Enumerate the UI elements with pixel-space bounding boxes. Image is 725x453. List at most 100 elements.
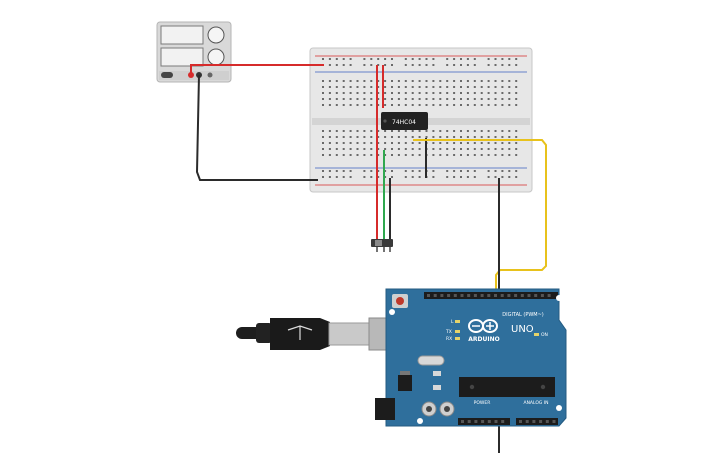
digital-label: DIGITAL (PWM~) [502, 312, 544, 318]
breadboard-hole [473, 136, 476, 138]
header-pin[interactable] [487, 420, 491, 423]
breadboard-hole [335, 64, 338, 66]
breadboard-hole [342, 98, 345, 100]
slide-switch[interactable] [371, 239, 393, 252]
breadboard-hole [515, 142, 518, 144]
breadboard-hole [349, 176, 352, 178]
header-pin[interactable] [487, 294, 491, 297]
breadboard-hole [384, 142, 387, 144]
breadboard-hole [494, 176, 497, 178]
breadboard-hole [342, 130, 345, 132]
arduino-board[interactable]: DIGITAL (PWM~) ARDUINO UNO L TX RX ON [375, 288, 567, 427]
header-pin[interactable] [481, 420, 485, 423]
breadboard-hole [432, 148, 435, 150]
breadboard-hole [363, 86, 366, 88]
breadboard-hole [466, 154, 469, 156]
header-pin[interactable] [547, 294, 551, 297]
header-pin[interactable] [494, 420, 498, 423]
supply-positive-wire[interactable] [190, 64, 324, 75]
arduino-logo [468, 319, 498, 333]
supply-negative-wire[interactable] [195, 74, 318, 181]
breadboard-hole [356, 148, 359, 150]
breadboard-hole [501, 142, 504, 144]
header-pin[interactable] [440, 294, 444, 297]
power-supply[interactable] [156, 21, 232, 83]
breadboard-hole [439, 130, 442, 132]
breadboard-hole [432, 130, 435, 132]
breadboard-hole [404, 80, 407, 82]
breadboard-hole [487, 170, 490, 172]
header-pin[interactable] [534, 294, 538, 297]
header-pin[interactable] [453, 294, 457, 297]
breadboard-hole [466, 58, 469, 60]
breadboard-hole [404, 104, 407, 106]
breadboard-hole [466, 142, 469, 144]
breadboard-hole [432, 176, 435, 178]
header-pin[interactable] [494, 294, 497, 297]
breadboard-hole [446, 170, 449, 172]
breadboard-hole [349, 136, 352, 138]
header-pin[interactable] [514, 294, 518, 297]
usb-cable [236, 317, 412, 351]
breadboard-hole [404, 130, 407, 132]
header-pin[interactable] [473, 294, 477, 297]
breadboard-hole [377, 64, 380, 66]
header-pin[interactable] [545, 420, 549, 423]
breadboard-hole [328, 86, 331, 88]
breadboard-hole [328, 104, 331, 106]
power-analog-header[interactable] [461, 420, 556, 423]
breadboard-hole [515, 130, 518, 132]
digital-header[interactable] [427, 294, 551, 297]
header-pin[interactable] [539, 420, 543, 423]
breadboard-hole [473, 170, 476, 172]
header-pin[interactable] [532, 420, 536, 423]
header-pin[interactable] [540, 294, 544, 297]
header-pin[interactable] [527, 294, 531, 297]
l-label: L [451, 319, 454, 325]
breadboard-hole [439, 104, 442, 106]
header-pin[interactable] [474, 420, 478, 423]
breadboard-hole [384, 170, 387, 172]
header-pin[interactable] [467, 294, 471, 297]
breadboard-hole [501, 64, 504, 66]
breadboard-hole [425, 92, 428, 94]
breadboard-hole [480, 80, 483, 82]
breadboard-hole [397, 86, 400, 88]
breadboard-hole [404, 136, 407, 138]
breadboard-hole [466, 80, 469, 82]
breadboard-hole [370, 64, 373, 66]
breadboard-hole [418, 98, 421, 100]
breadboard-hole [363, 64, 366, 66]
header-pin[interactable] [520, 294, 524, 297]
breadboard-hole [384, 80, 387, 82]
breadboard-hole [508, 142, 511, 144]
header-pin[interactable] [519, 420, 522, 423]
breadboard-hole [487, 98, 490, 100]
breadboard-hole [418, 154, 421, 156]
inverter-chip[interactable]: 74HC04 [381, 112, 428, 130]
header-pin[interactable] [500, 294, 504, 297]
breadboard-hole [453, 80, 456, 82]
breadboard-hole [384, 98, 387, 100]
breadboard-hole [494, 86, 497, 88]
breadboard-hole [480, 148, 483, 150]
breadboard-hole [322, 104, 324, 106]
breadboard-hole [342, 86, 345, 88]
header-pin[interactable] [525, 420, 529, 423]
chip-output-wire[interactable] [413, 139, 547, 292]
header-pin[interactable] [480, 294, 484, 297]
header-pin[interactable] [447, 294, 451, 297]
header-pin[interactable] [460, 294, 464, 297]
header-pin[interactable] [461, 420, 464, 423]
breadboard-hole [384, 92, 387, 94]
header-pin[interactable] [552, 420, 556, 423]
header-pin[interactable] [427, 294, 430, 297]
header-pin[interactable] [501, 420, 505, 423]
breadboard-hole [356, 130, 359, 132]
header-pin[interactable] [507, 294, 511, 297]
header-pin[interactable] [467, 420, 471, 423]
header-pin[interactable] [433, 294, 437, 297]
breadboard-hole [439, 148, 442, 150]
breadboard-hole [508, 176, 511, 178]
breadboard-hole [425, 80, 428, 82]
